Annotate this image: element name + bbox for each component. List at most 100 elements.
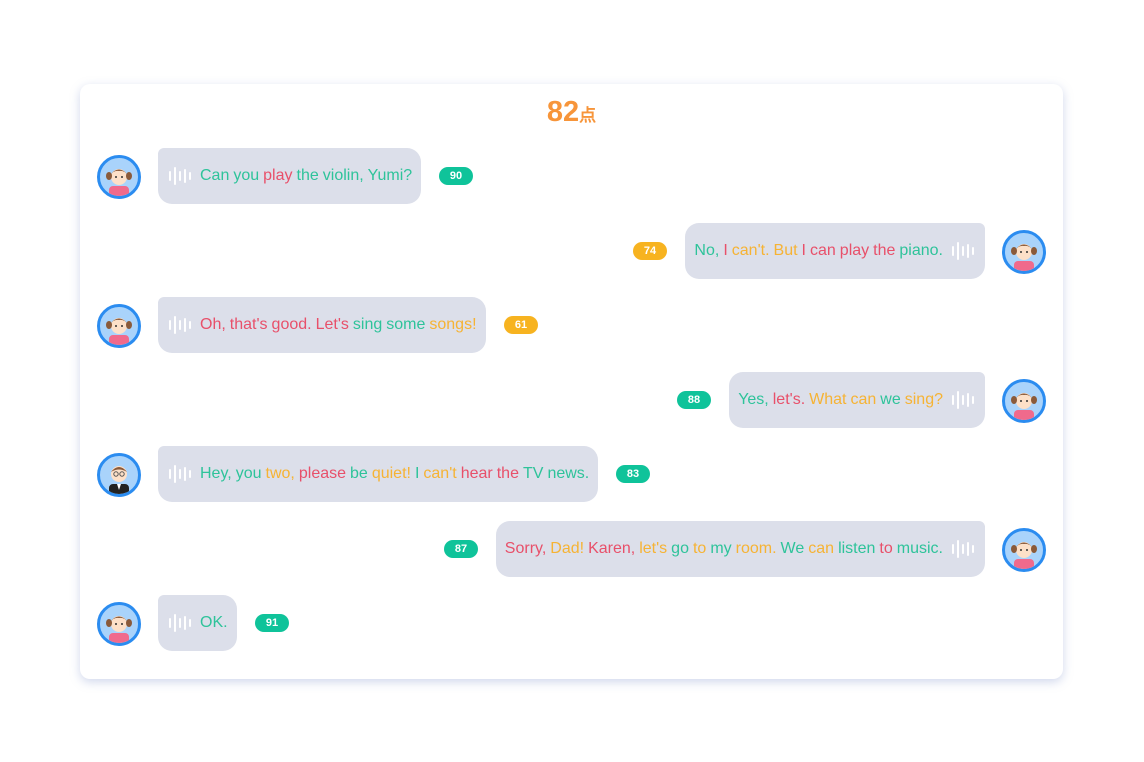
word: listen bbox=[838, 539, 876, 557]
audio-wave-icon[interactable] bbox=[169, 166, 191, 186]
word: let's bbox=[639, 539, 668, 557]
word: the bbox=[296, 167, 319, 184]
word: I bbox=[414, 465, 420, 482]
score-badge: 83 bbox=[616, 465, 650, 483]
total-score-unit: 点 bbox=[579, 106, 597, 125]
word: songs! bbox=[429, 316, 477, 333]
word: violin, bbox=[322, 167, 364, 184]
word: let's. bbox=[772, 390, 806, 408]
word: play bbox=[263, 167, 293, 184]
word: piano. bbox=[899, 241, 943, 259]
word: But bbox=[773, 241, 798, 259]
word: we bbox=[880, 390, 901, 408]
total-score-value: 82 bbox=[546, 96, 580, 128]
total-score: 82点 bbox=[80, 96, 1063, 129]
word: Let's bbox=[315, 316, 349, 333]
girl-avatar bbox=[97, 304, 141, 348]
word: can bbox=[808, 539, 835, 557]
word: can bbox=[850, 390, 877, 408]
message-text: OK. bbox=[200, 614, 228, 632]
word: I bbox=[801, 241, 806, 259]
girl-avatar bbox=[1002, 229, 1046, 274]
word: TV bbox=[522, 465, 544, 482]
word: can bbox=[810, 241, 836, 259]
word: hear bbox=[460, 465, 493, 482]
girl-avatar bbox=[97, 155, 141, 199]
audio-wave-icon[interactable] bbox=[952, 390, 974, 410]
word: please bbox=[298, 465, 347, 482]
message-bubble[interactable]: OK. bbox=[158, 595, 237, 651]
word: to bbox=[879, 539, 893, 557]
girl-avatar bbox=[1002, 378, 1046, 423]
audio-wave-icon[interactable] bbox=[169, 464, 191, 484]
score-badge: 91 bbox=[255, 614, 289, 632]
word: the bbox=[496, 465, 519, 482]
message-row: OK. 91 bbox=[80, 595, 1063, 651]
audio-wave-icon[interactable] bbox=[169, 315, 191, 335]
word: room. bbox=[735, 539, 777, 557]
score-badge: 61 bbox=[504, 316, 538, 334]
word: two, bbox=[265, 465, 295, 482]
word: Dad! bbox=[550, 539, 585, 557]
girl-avatar bbox=[97, 602, 141, 646]
word: the bbox=[873, 241, 896, 259]
audio-wave-icon[interactable] bbox=[952, 241, 974, 261]
word: No, bbox=[694, 241, 720, 259]
score-badge: 88 bbox=[677, 390, 711, 409]
word: What bbox=[809, 390, 847, 408]
word: you bbox=[235, 465, 262, 482]
word: sing bbox=[352, 316, 383, 333]
word: Oh, bbox=[200, 316, 226, 333]
girl-avatar bbox=[1002, 527, 1046, 572]
word: that's bbox=[229, 316, 268, 333]
word: to bbox=[692, 539, 707, 557]
word: can't bbox=[423, 465, 457, 482]
dad-avatar bbox=[97, 453, 141, 497]
word: We bbox=[780, 539, 805, 557]
word: Karen, bbox=[588, 539, 636, 557]
score-badge: 74 bbox=[633, 241, 667, 260]
score-badge: 87 bbox=[444, 539, 478, 558]
word: Yes, bbox=[738, 390, 769, 408]
word: Yumi? bbox=[367, 167, 413, 184]
word: some bbox=[386, 316, 426, 333]
word: OK. bbox=[200, 614, 228, 631]
word: you bbox=[233, 167, 260, 184]
word: play bbox=[839, 241, 870, 259]
word: go bbox=[671, 539, 689, 557]
word: can't. bbox=[731, 241, 770, 259]
word: Sorry, bbox=[504, 539, 547, 557]
word: I bbox=[723, 241, 728, 259]
word: quiet! bbox=[371, 465, 411, 482]
word: music. bbox=[896, 539, 943, 557]
word: Hey, bbox=[200, 465, 232, 482]
word: Can bbox=[200, 167, 230, 184]
word: good. bbox=[271, 316, 312, 333]
audio-wave-icon[interactable] bbox=[952, 539, 974, 559]
audio-wave-icon[interactable] bbox=[169, 613, 191, 633]
word: be bbox=[350, 465, 368, 482]
word: news. bbox=[547, 465, 590, 482]
score-badge: 90 bbox=[439, 167, 473, 185]
word: my bbox=[710, 539, 732, 557]
word: sing? bbox=[904, 390, 943, 408]
